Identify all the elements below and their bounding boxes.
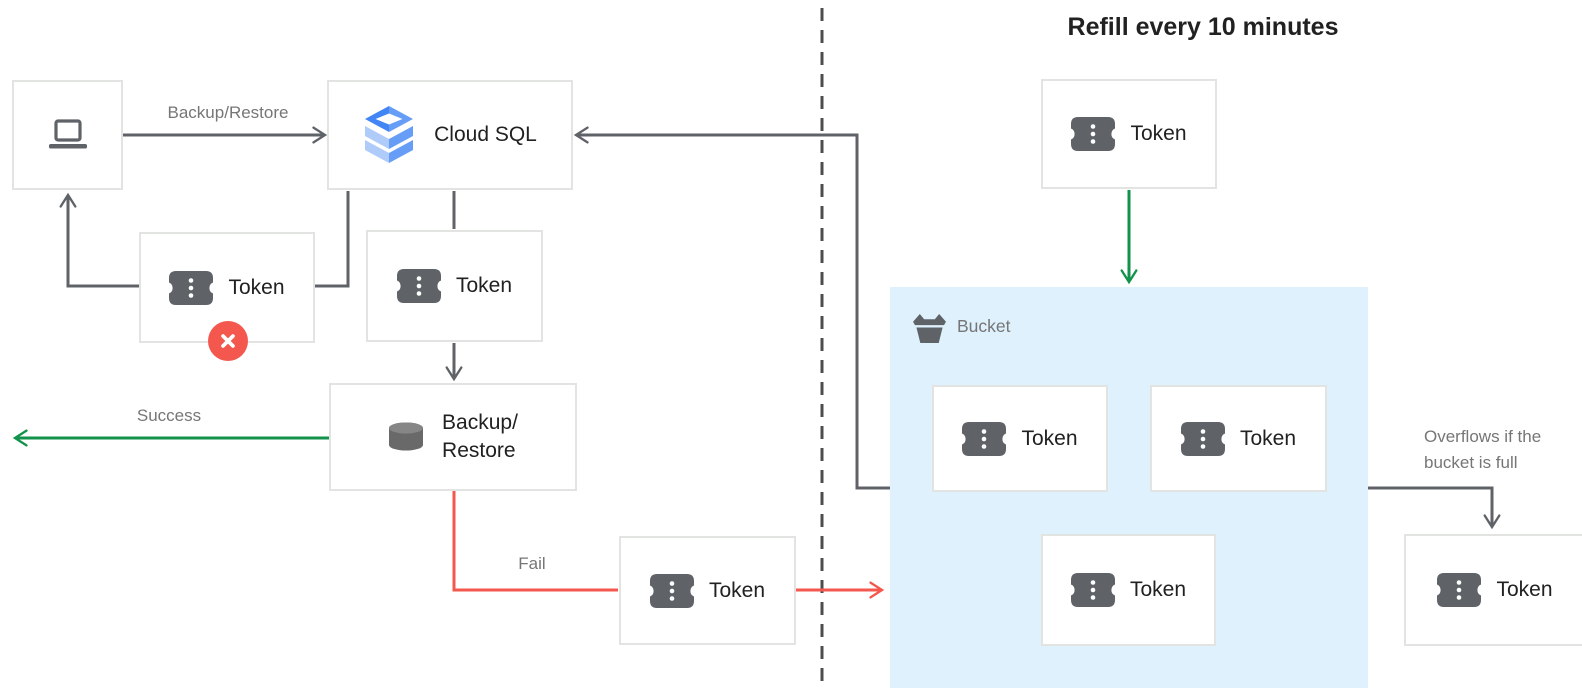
edge-label-backup-restore: Backup/Restore	[167, 103, 289, 122]
connector-token-to-cloudsql	[315, 191, 350, 288]
backup-restore-box: Backup/ Restore	[329, 383, 577, 491]
token-label: Token	[455, 274, 513, 297]
token-label: Token	[1021, 426, 1078, 450]
token-icon	[1437, 573, 1481, 607]
token-icon	[962, 422, 1006, 456]
token-label: Token	[708, 578, 766, 602]
token-box-refill: Token	[1041, 79, 1217, 189]
token-box-overflow: Token	[1404, 534, 1582, 646]
connector-overflow-arrow	[1368, 486, 1501, 530]
client-box	[12, 80, 123, 190]
token-icon	[397, 269, 441, 303]
token-box-bucket-3: Token	[1041, 534, 1216, 646]
token-box-bucket-2: Token	[1150, 385, 1327, 492]
cloud-sql-label: Cloud SQL	[434, 123, 537, 146]
bucket-label: Bucket	[957, 316, 1011, 336]
token-icon	[650, 574, 694, 608]
cloud-sql-box: Cloud SQL	[327, 80, 573, 190]
backup-restore-box-label: Backup/ Restore	[442, 411, 518, 462]
token-label: Token	[1239, 426, 1297, 450]
token-icon	[1071, 117, 1115, 151]
token-label: Token	[228, 275, 285, 299]
token-icon	[1181, 422, 1225, 456]
token-box-denied: Token	[139, 232, 315, 361]
token-label: Token	[1496, 578, 1553, 601]
token-icon	[1071, 573, 1115, 607]
token-box-fail: Token	[619, 536, 796, 645]
token-label: Token	[1129, 578, 1187, 601]
laptop-icon	[48, 119, 88, 151]
token-icon	[169, 271, 213, 305]
token-box-queue: Token	[366, 230, 543, 342]
edge-label-success: Success	[136, 406, 202, 425]
error-x-icon	[208, 321, 248, 361]
connector-bucket-to-cloudsql-arrow	[573, 126, 890, 490]
connector-token-to-client-arrow	[59, 192, 140, 288]
cloud-sql-icon	[363, 105, 415, 165]
connector-fail-path	[452, 491, 618, 592]
database-cylinder-icon	[388, 422, 424, 452]
token-label: Token	[1130, 122, 1187, 145]
bucket-icon	[911, 312, 948, 343]
token-box-bucket-1: Token	[932, 385, 1108, 492]
edge-label-overflow: Overflows if the bucket is full	[1424, 427, 1542, 473]
edge-label-fail: Fail	[518, 554, 546, 573]
diagram-title: Refill every 10 minutes	[1067, 13, 1339, 41]
